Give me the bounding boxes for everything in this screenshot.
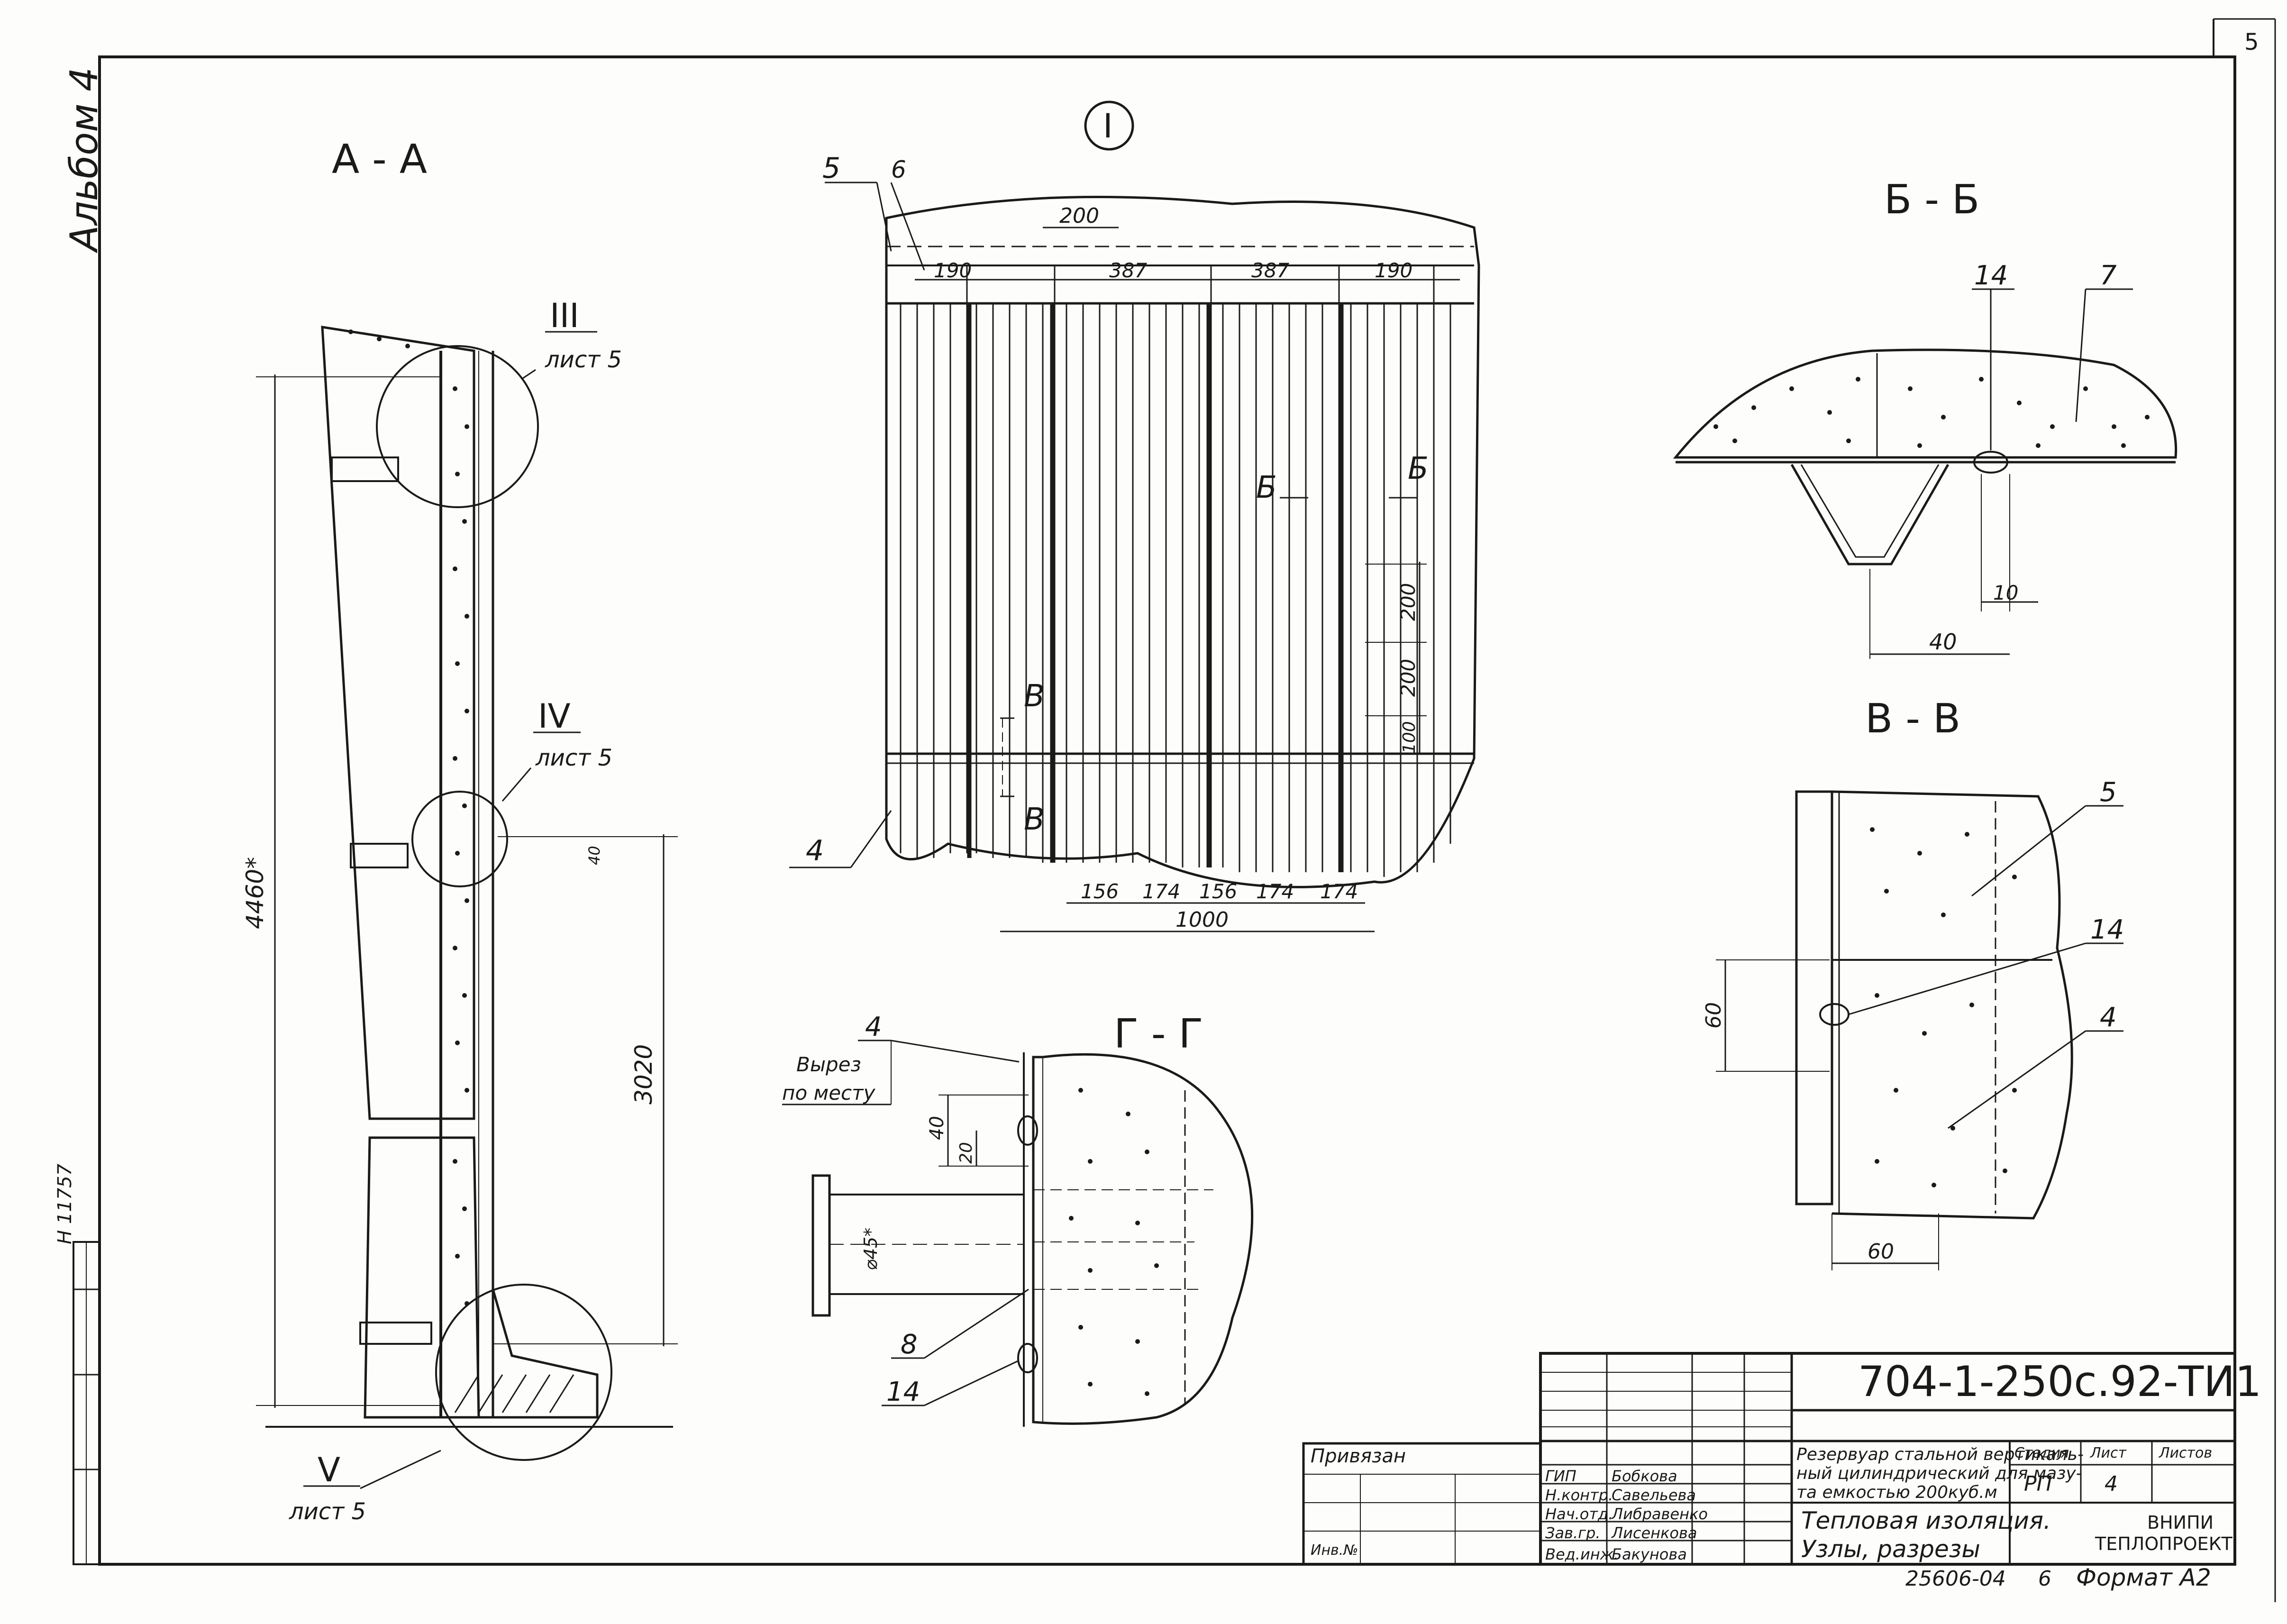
dim-60-v: 60 xyxy=(1702,1002,1726,1029)
marker-b-right: Б xyxy=(1408,451,1429,486)
callout-iii-ref: лист 5 xyxy=(545,347,622,373)
callout-iii: III xyxy=(550,296,579,335)
sheet-header: Лист xyxy=(2090,1445,2127,1461)
marker-14-gg: 14 xyxy=(886,1377,920,1407)
name-4: Лисенкова xyxy=(1611,1524,1697,1542)
album-label: Альбом 4 xyxy=(62,67,106,254)
role-5: Вед.инж. xyxy=(1545,1545,1619,1563)
role-3: Нач.отд. xyxy=(1545,1505,1613,1523)
bound-label: Привязан xyxy=(1311,1445,1406,1467)
role-4: Зав.гр. xyxy=(1545,1524,1600,1542)
callout-circle-v xyxy=(435,1284,612,1461)
name-2: Савельева xyxy=(1612,1486,1696,1504)
name-1: Бобкова xyxy=(1612,1467,1677,1485)
dim-156-a: 156 xyxy=(1081,880,1119,903)
dim-3020: 3020 xyxy=(630,1044,657,1104)
dim-40-bb: 40 xyxy=(1929,629,1957,655)
sheets-header: Листов xyxy=(2159,1445,2212,1461)
dim-4460: 4460* xyxy=(241,857,269,929)
dim-1000: 1000 xyxy=(1175,908,1229,932)
dim-190-a: 190 xyxy=(934,259,972,282)
stage-header: Стадия xyxy=(2014,1445,2069,1461)
dim-20-gg: 20 xyxy=(957,1142,976,1164)
dim-174-c: 174 xyxy=(1320,880,1358,903)
org-line-1: ВНИПИ xyxy=(2147,1512,2214,1533)
dim-40-small: 40 xyxy=(585,846,603,865)
name-3: Либравенко xyxy=(1611,1505,1708,1523)
marker-5-vv: 5 xyxy=(2100,777,2117,808)
dim-156-b: 156 xyxy=(1199,880,1237,903)
title-block xyxy=(1302,1352,2236,1566)
marker-v-top: В xyxy=(1024,679,1045,714)
role-2: Н.контр. xyxy=(1545,1486,1613,1504)
dim-200-b: 200 xyxy=(1396,659,1420,697)
section-bb-title: Б - Б xyxy=(1884,176,1979,223)
dim-40-gg: 40 xyxy=(926,1116,948,1140)
section-vv-title: В - В xyxy=(1865,695,1960,742)
marker-6-nodei: 6 xyxy=(891,156,906,183)
sheet-number: 5 xyxy=(2244,29,2259,55)
marker-b-left: Б xyxy=(1256,470,1277,505)
inv-number: H 11757 xyxy=(54,1163,76,1244)
marker-4-vv: 4 xyxy=(2100,1002,2117,1033)
name-5: Бакунова xyxy=(1612,1545,1687,1563)
marker-14-bb: 14 xyxy=(1974,260,2008,291)
marker-4-nodei: 4 xyxy=(806,834,824,867)
description-3: та емкостью 200куб.м xyxy=(1796,1483,1997,1502)
node-i-panel xyxy=(885,195,1480,888)
sheet-frame xyxy=(98,55,2236,1566)
dim-174-a: 174 xyxy=(1142,880,1180,903)
section-gg xyxy=(811,1052,1254,1427)
gg-note-2: по месту xyxy=(782,1081,876,1104)
footer-format: Формат А2 xyxy=(2076,1564,2211,1591)
title-line-2: Узлы, разрезы xyxy=(1801,1535,1980,1563)
node-i-circle xyxy=(1084,100,1134,151)
marker-v-bottom: В xyxy=(1024,802,1045,837)
footer-copy: 6 xyxy=(2038,1567,2051,1591)
dim-60-h: 60 xyxy=(1868,1240,1894,1264)
callout-v: V xyxy=(318,1451,340,1489)
dim-387-b: 387 xyxy=(1251,259,1289,282)
footer-number: 25606-04 xyxy=(1905,1567,2006,1591)
dim-190-b: 190 xyxy=(1375,259,1412,282)
role-1: ГИП xyxy=(1545,1467,1576,1485)
dim-200-top: 200 xyxy=(1059,204,1099,228)
inv-label: Инв.№ xyxy=(1311,1542,1358,1559)
marker-7-bb: 7 xyxy=(2100,260,2117,291)
dim-200-a: 200 xyxy=(1396,583,1420,621)
section-aa xyxy=(265,326,673,1428)
title-line-1: Тепловая изоляция. xyxy=(1801,1507,2051,1534)
callout-circle-iii xyxy=(376,345,539,508)
section-gg-title: Г - Г xyxy=(1114,1011,1203,1058)
description-1: Резервуар стальной вертикаль- xyxy=(1796,1445,2084,1464)
description-2: ный цилиндрический для мазу- xyxy=(1796,1464,2082,1483)
marker-8-gg: 8 xyxy=(901,1329,918,1360)
callout-circle-iv xyxy=(411,791,508,887)
stage-value: РП xyxy=(2024,1472,2052,1496)
callout-iv: IV xyxy=(538,697,571,736)
node-i-label: I xyxy=(1103,107,1113,146)
org-line-2: ТЕПЛОПРОЕКТ xyxy=(2095,1533,2233,1554)
marker-14-vv: 14 xyxy=(2090,914,2124,945)
dim-387-a: 387 xyxy=(1109,259,1147,282)
section-aa-title: А - А xyxy=(332,136,427,183)
sheet-value: 4 xyxy=(2105,1472,2118,1496)
dim-10: 10 xyxy=(1993,581,2018,604)
drawing-code: 704-1-250с.92-ТИ1 xyxy=(1858,1357,2261,1406)
callout-iv-ref: лист 5 xyxy=(535,745,612,771)
marker-4-gg: 4 xyxy=(865,1012,882,1042)
section-bb xyxy=(1673,348,2178,566)
section-vv xyxy=(1795,790,2073,1220)
gg-note-1: Вырез xyxy=(796,1053,861,1076)
marker-5-nodei: 5 xyxy=(822,152,840,185)
dim-174-b: 174 xyxy=(1256,880,1294,903)
callout-v-ref: лист 5 xyxy=(289,1498,366,1525)
dim-100: 100 xyxy=(1400,721,1419,754)
dim-45: ⌀45* xyxy=(860,1228,881,1270)
